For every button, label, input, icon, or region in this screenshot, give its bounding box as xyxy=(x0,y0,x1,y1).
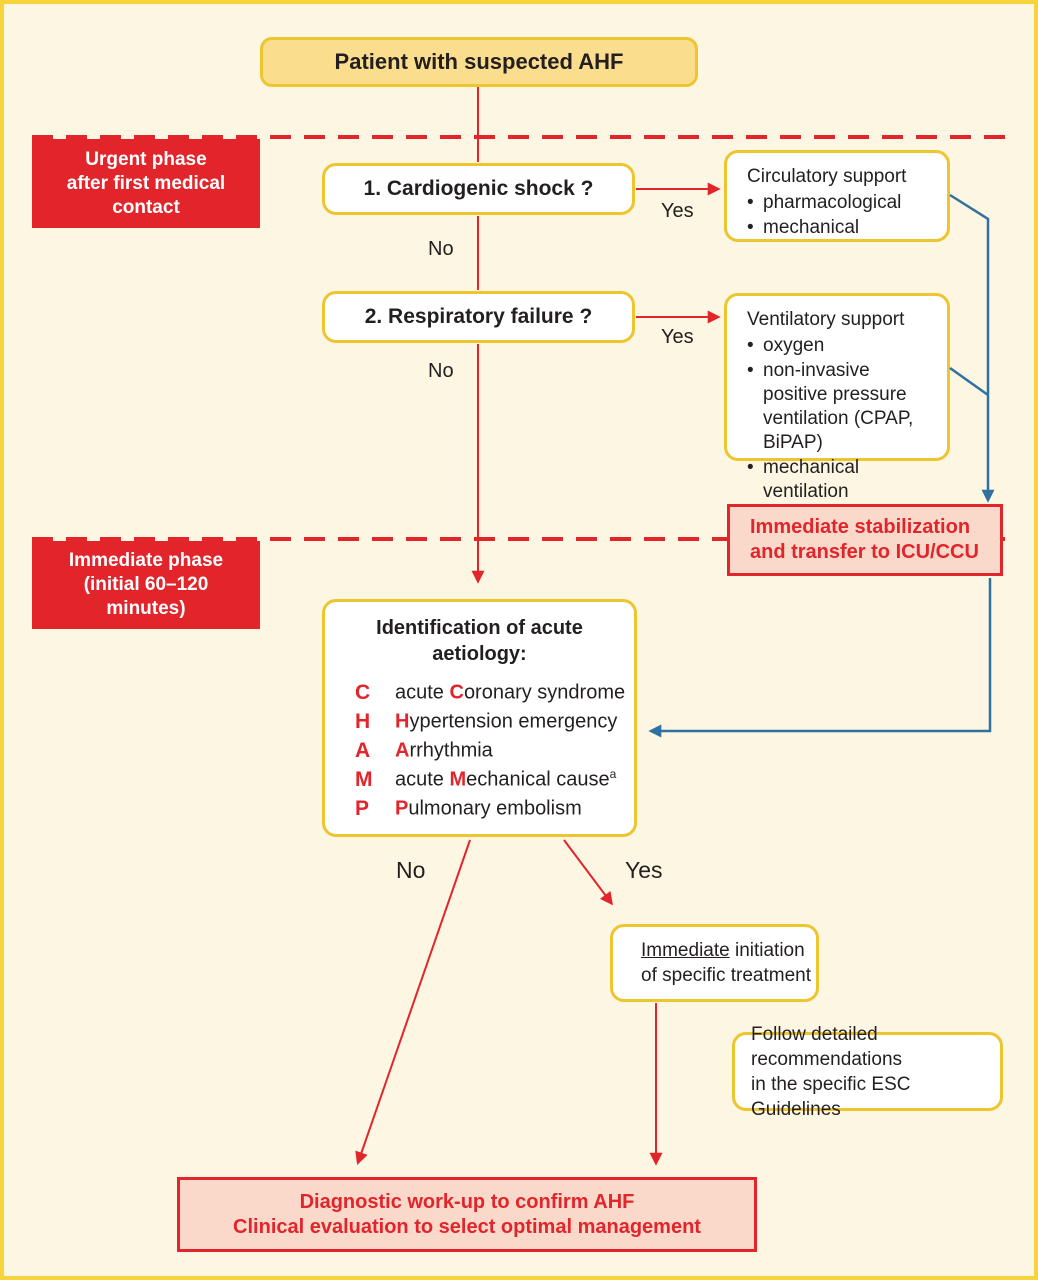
champ-letter-c: C xyxy=(355,680,371,704)
champ-c-pre: acute xyxy=(395,681,450,704)
bullet-nippv: non-invasive positive pressure ventilati… xyxy=(747,359,933,455)
champ-title-line1: Identification of acute xyxy=(376,617,583,639)
phase-label-immediate: Immediate phase (initial 60–120 minutes) xyxy=(32,541,260,629)
champ-c-rest: oronary syndrome xyxy=(463,681,626,704)
diagnostic-line1: Diagnostic work-up to confirm AHF xyxy=(299,1190,635,1213)
champ-title-line2: aetiology: xyxy=(432,643,527,665)
phase-urgent-line2: after first medical xyxy=(66,172,226,194)
note-node-esc-guidelines: Follow detailed recommendations in the s… xyxy=(732,1024,1003,1120)
action-node-immediate-initiation: Immediate initiation of specific treatme… xyxy=(610,924,819,1002)
node-identification-acute-aetiology: Identification of acute aetiology: C acu… xyxy=(322,599,637,837)
start-node-label: Patient with suspected AHF xyxy=(334,49,624,74)
start-node-patient-suspected-ahf: Patient with suspected AHF xyxy=(260,37,698,87)
phase-label-urgent-text: Urgent phase after first medical contact xyxy=(67,148,225,220)
champ-a-rest: rrhythmia xyxy=(409,739,493,762)
edge-label-no-cardiogenic: No xyxy=(428,238,454,260)
champ-p-cap: P xyxy=(395,797,409,820)
champ-m-pre: acute xyxy=(395,768,450,791)
champ-text-h: Hypertension emergency xyxy=(395,709,617,734)
champ-text-m: acute Mechanical causea xyxy=(395,767,616,792)
champ-letter-h: H xyxy=(355,709,371,733)
phase-immediate-line2: (initial 60–120 minutes) xyxy=(83,574,209,619)
decision-respiratory-failure-label: 2. Respiratory failure ? xyxy=(364,305,593,328)
champ-h-cap: H xyxy=(395,710,410,733)
action-node-circulatory-support: Circulatory support pharmacological mech… xyxy=(724,150,950,242)
bullet-oxygen: oxygen xyxy=(747,334,933,358)
decision-node-cardiogenic-shock: 1. Cardiogenic shock ? xyxy=(322,163,635,215)
phase-label-immediate-text: Immediate phase (initial 60–120 minutes) xyxy=(42,549,250,621)
circulatory-support-bullets: pharmacological mechanical xyxy=(747,191,933,240)
ventilatory-support-title: Ventilatory support xyxy=(747,309,905,330)
champ-row-h: H Hypertension emergency xyxy=(325,709,634,738)
champ-m-sup: a xyxy=(609,767,617,781)
champ-title: Identification of acute aetiology: xyxy=(325,615,634,667)
action-node-immediate-stabilization: Immediate stabilization and transfer to … xyxy=(727,504,1003,576)
champ-row-a: A Arrhythmia xyxy=(325,738,634,767)
guidelines-line2: in the specific ESC Guidelines xyxy=(751,1073,911,1120)
bullet-mechanical: mechanical xyxy=(747,216,933,240)
edge-label-no-aetiology: No xyxy=(396,857,426,883)
circulatory-support-title: Circulatory support xyxy=(747,166,907,187)
action-node-ventilatory-support: Ventilatory support oxygen non-invasive … xyxy=(724,293,950,502)
champ-p-rest: ulmonary embolism xyxy=(408,797,582,820)
guidelines-line1: Follow detailed recommendations xyxy=(751,1023,903,1070)
champ-a-cap: A xyxy=(395,739,410,762)
champ-list: C acute Coronary syndrome H Hypertension… xyxy=(325,680,634,825)
decision-cardiogenic-shock-label: 1. Cardiogenic shock ? xyxy=(363,177,594,200)
phase-urgent-line1: Urgent phase xyxy=(85,148,207,170)
initiation-line2: of specific treatment xyxy=(641,965,812,986)
bullet-pharmacological: pharmacological xyxy=(747,191,933,215)
initiation-line1: Immediate initiation xyxy=(641,938,816,963)
initiation-underlined-word: Immediate xyxy=(641,940,730,961)
ventilatory-support-bullets: oxygen non-invasive positive pressure ve… xyxy=(747,334,933,504)
champ-m-cap: M xyxy=(449,768,467,791)
champ-text-p: Pulmonary embolism xyxy=(395,796,582,821)
champ-text-a: Arrhythmia xyxy=(395,738,493,763)
edge-label-no-respiratory: No xyxy=(428,360,454,382)
champ-letter-m: M xyxy=(355,767,373,791)
diagnostic-line2: Clinical evaluation to select optimal ma… xyxy=(233,1215,701,1238)
edge-label-yes-cardiogenic: Yes xyxy=(661,200,694,222)
champ-c-cap: C xyxy=(449,681,464,704)
stabilization-line2: and transfer to ICU/CCU xyxy=(750,541,979,563)
stabilization-line1: Immediate stabilization xyxy=(750,516,971,538)
champ-letter-p: P xyxy=(355,796,370,820)
champ-m-rest: echanical cause xyxy=(466,768,610,791)
edge-label-yes-aetiology: Yes xyxy=(625,857,663,883)
champ-h-rest: ypertension emergency xyxy=(409,710,618,733)
champ-row-m: M acute Mechanical causea xyxy=(325,767,634,796)
phase-immediate-line1: Immediate phase xyxy=(68,550,224,571)
phase-label-urgent: Urgent phase after first medical contact xyxy=(32,139,260,228)
champ-text-c: acute Coronary syndrome xyxy=(395,680,625,705)
champ-row-p: P Pulmonary embolism xyxy=(325,796,634,825)
champ-letter-a: A xyxy=(355,738,371,762)
edge-label-yes-respiratory: Yes xyxy=(661,326,694,348)
bullet-mechanical-ventilation: mechanical ventilation xyxy=(747,456,933,504)
end-node-diagnostic-workup: Diagnostic work-up to confirm AHF Clinic… xyxy=(177,1177,757,1252)
champ-row-c: C acute Coronary syndrome xyxy=(325,680,634,709)
decision-node-respiratory-failure: 2. Respiratory failure ? xyxy=(322,291,635,343)
phase-urgent-line3: contact xyxy=(112,196,180,218)
initiation-line1-rest: initiation xyxy=(729,940,805,961)
